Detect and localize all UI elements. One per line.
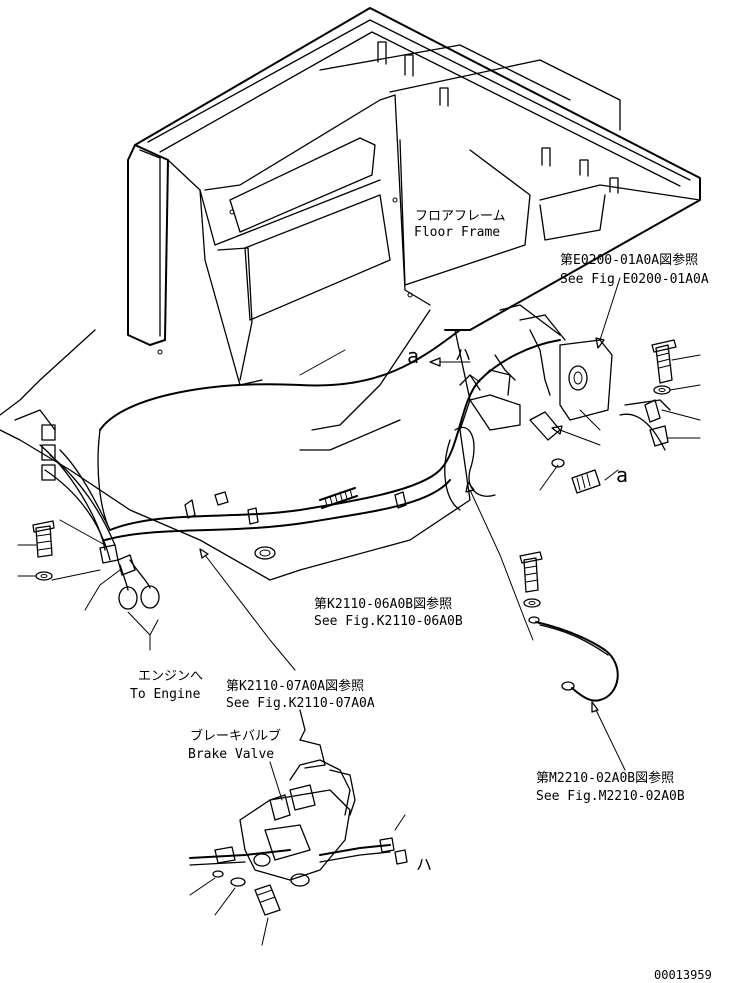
fig-k2110-07-label-jp: 第K2110-07A0A図参照 xyxy=(226,678,364,694)
floor-frame-label-jp: フロアフレーム xyxy=(415,209,506,224)
brake-valve xyxy=(189,709,408,916)
switch-bracket xyxy=(494,304,677,494)
brake-valve-label-jp: ブレーキバルブ xyxy=(190,728,281,744)
wire-harness xyxy=(39,329,561,610)
fig-m2210-label-jp: 第M2210-02A0B図参照 xyxy=(536,770,674,786)
fig-k2110-06-label-en: See Fig.K2110-06A0B xyxy=(314,614,463,629)
to-engine-label-en: To Engine xyxy=(130,687,201,702)
ground-cable xyxy=(519,551,619,702)
left-bolts xyxy=(32,520,55,581)
floor-frame xyxy=(127,7,701,386)
fig-k2110-07-label-en: See Fig.K2110-07A0A xyxy=(226,696,375,711)
marker-ha-upper: ハ xyxy=(455,345,471,364)
brake-valve-label-en: Brake Valve xyxy=(188,747,274,762)
to-engine-label-jp: エンジンへ xyxy=(138,669,203,684)
drawing-number: 00013959 xyxy=(654,968,712,982)
callout-labels: フロアフレーム Floor Frame 第E0200-01A0A図参照 See … xyxy=(130,209,712,982)
marker-a-right: a xyxy=(616,463,628,487)
floor-plate xyxy=(0,309,471,581)
fig-k2110-06-label-jp: 第K2110-06A0B図参照 xyxy=(314,596,452,612)
marker-a-upper: a xyxy=(407,344,419,368)
leader-lines xyxy=(17,277,701,946)
fig-e0200-label-en: See Fig E0200-01A0A xyxy=(560,272,709,287)
fig-e0200-label-jp: 第E0200-01A0A図参照 xyxy=(560,252,698,268)
fig-m2210-label-en: See Fig.M2210-02A0B xyxy=(536,789,685,804)
marker-ha-lower: ハ xyxy=(416,855,432,874)
floor-frame-label-en: Floor Frame xyxy=(414,225,500,240)
